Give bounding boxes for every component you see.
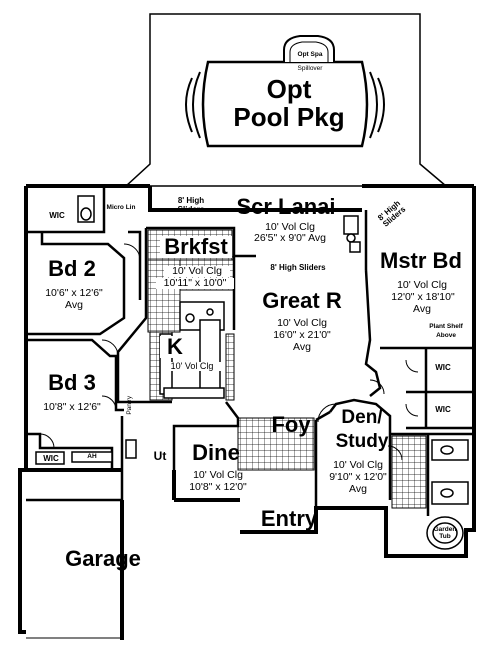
dine-size: 10'8" x 12'0" [189,481,247,493]
den-name-line2: Study [335,431,389,452]
lanai-sliders-bottom: 8' High Sliders [270,263,326,272]
ah-label: AH [87,453,97,460]
dine-name: Dine [192,440,240,465]
den-name-line1: Den/ [341,407,383,428]
garden-tub-label: Garden Tub [433,526,457,540]
lanai-fixtures [343,215,361,253]
door-swings [39,243,419,461]
garage-name: Garage [65,546,141,571]
great-room-clg: 10' Vol Clg [277,317,327,329]
den-avg: Avg [349,483,367,495]
lanai-name: Scr Lanai [236,194,336,219]
spa-label: Opt Spa [297,51,323,58]
pool [185,60,385,148]
wic-bottom-left-label: WIC [43,454,59,463]
master-wic2-label: WIC [435,405,451,414]
ah-box [35,451,113,465]
kitchen-clg: 10' Vol Clg [162,362,222,371]
spa [283,35,335,62]
bd2-name: Bd 2 [48,256,96,281]
wic-top-label: WIC [49,211,65,220]
brkfst-name: Brkfst [160,236,232,258]
pantry-label: Pantry [125,395,133,415]
bd3-name: Bd 3 [48,370,96,395]
den-clg: 10' Vol Clg [333,459,383,471]
den-size: 9'10" x 12'0" [329,471,387,483]
master-avg: Avg [413,303,431,315]
bd3-size: 10'8" x 12'6" [43,401,101,413]
spillover-label: Spillover [297,65,323,72]
exterior-walls [18,184,476,640]
master-size: 12'0" x 18'10" [391,291,455,303]
great-room-size: 16'0" x 21'0" [273,329,331,341]
pool-title-line1: Opt [266,74,312,104]
lanai-sliders-top: 8' High Sliders [177,196,205,214]
lanai-clg: 10' Vol Clg [265,221,315,233]
great-room-avg: Avg [293,341,311,353]
dine-clg: 10' Vol Clg [193,469,243,481]
master-name: Mstr Bd [380,248,462,273]
foyer-name: Foy [271,412,311,437]
master-clg: 10' Vol Clg [397,279,447,291]
master-wic1-label: WIC [435,363,451,372]
bath-fixtures [77,195,469,550]
great-room-name: Great R [262,288,342,313]
entry-name: Entry [260,506,318,531]
bd2-size: 10'6" x 12'6" [45,287,103,299]
kitchen-name: K [160,336,190,358]
bd2-avg: Avg [65,299,83,311]
lanai-size: 26'5" x 9'0" Avg [254,232,326,244]
pool-title-line2: Pool Pkg [233,102,345,132]
brkfst-size: 10'11" x 10'0" [156,278,234,289]
plant-shelf-label: Plant Shelf Above [429,323,463,339]
micro-lin-label: Micro Lin [106,204,136,211]
utility-label: Ut [153,449,167,463]
brkfst-clg: 10' Vol Clg [164,266,230,277]
